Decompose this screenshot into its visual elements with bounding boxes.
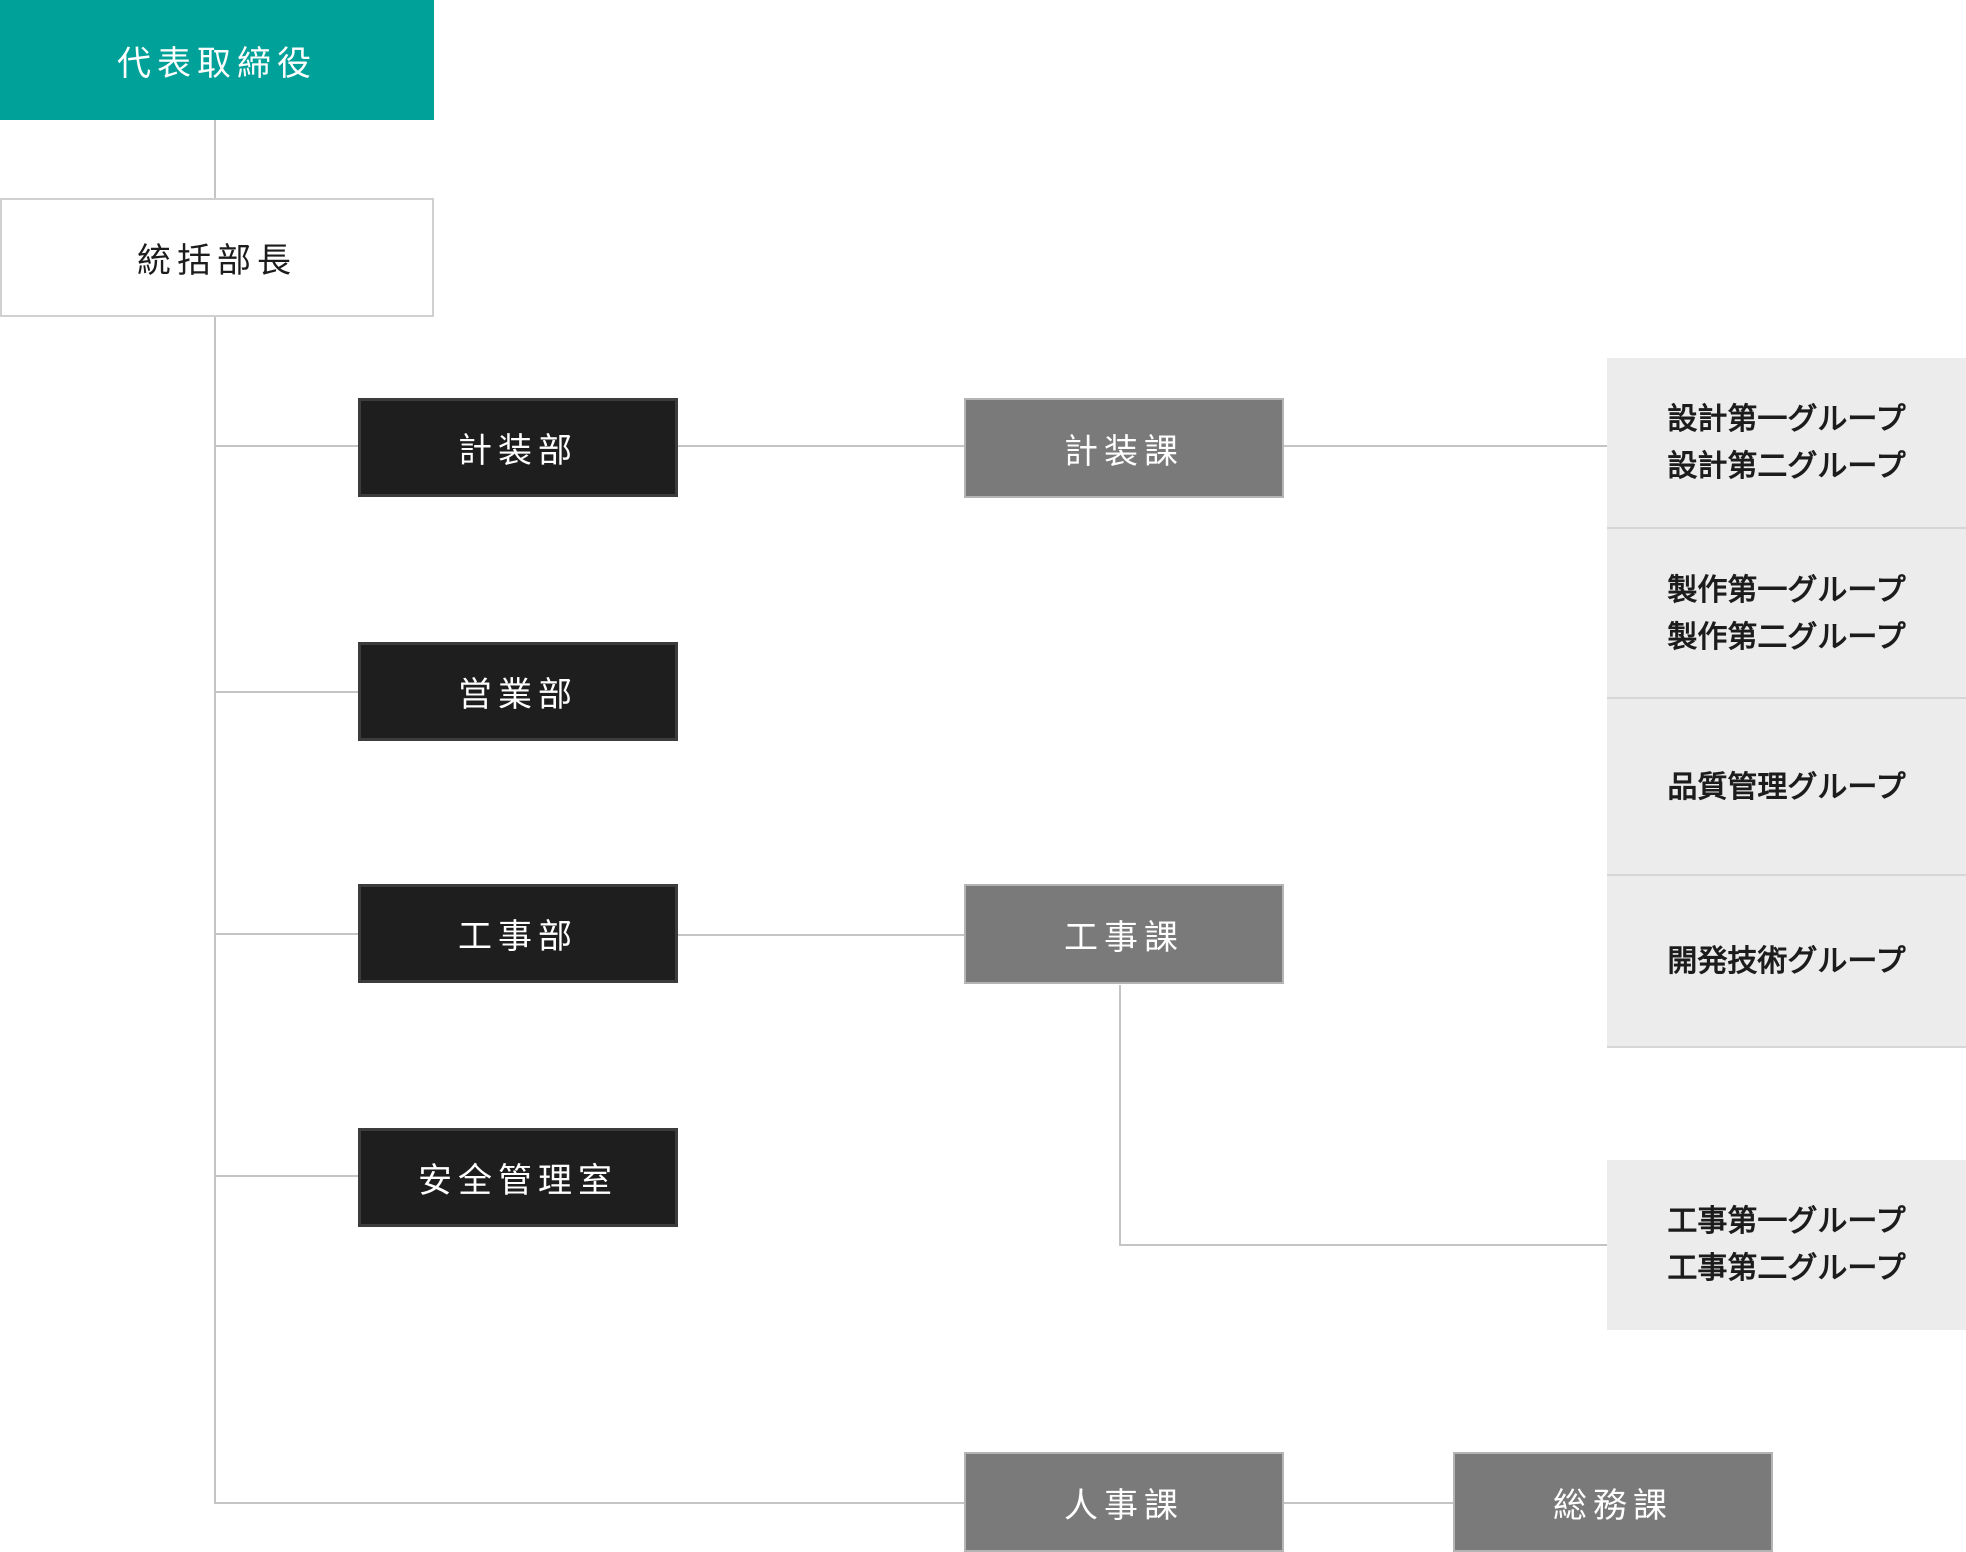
connector-instrumentation-dept-to-section xyxy=(678,445,965,447)
instrumentation-dept-label: 計装部 xyxy=(458,431,578,471)
sales-dept-box: 営業部 xyxy=(358,642,678,741)
design-groups-box: 設計第一グループ 設計第二グループ xyxy=(1607,358,1966,528)
hr-section-label: 人事課 xyxy=(1064,1485,1184,1526)
ceo-box: 代表取締役 xyxy=(0,0,434,120)
quality-group: 品質管理グループ xyxy=(1667,769,1906,805)
connector-instrumentation-section-to-groups xyxy=(1283,445,1607,447)
construction-section-label: 工事課 xyxy=(1064,917,1184,958)
safety-office-label: 安全管理室 xyxy=(418,1161,618,1201)
general-affairs-section-box: 総務課 xyxy=(1453,1452,1773,1552)
general-manager-box: 統括部長 xyxy=(0,198,434,317)
connector-construction-section-to-groups xyxy=(1119,1244,1607,1246)
sales-dept-label: 営業部 xyxy=(458,675,578,715)
group-divider xyxy=(1607,1046,1966,1048)
connector-ceo-to-gm xyxy=(214,120,216,198)
construction-group-1: 工事第一グループ xyxy=(1667,1204,1906,1239)
connector-trunk xyxy=(214,317,216,1504)
design-group-1: 設計第一グループ xyxy=(1667,402,1906,437)
design-group-2: 設計第二グループ xyxy=(1667,449,1906,484)
instrumentation-section-label: 計装課 xyxy=(1064,431,1184,472)
connector-trunk-to-instrumentation-dept xyxy=(214,445,359,447)
development-group-box: 開発技術グループ xyxy=(1607,876,1966,1047)
connector-trunk-to-construction-dept xyxy=(214,933,359,935)
construction-group-2: 工事第二グループ xyxy=(1667,1251,1906,1286)
group-divider xyxy=(1607,527,1966,529)
connector-trunk-to-sales-dept xyxy=(214,691,359,693)
production-group-2: 製作第二グループ xyxy=(1667,619,1906,655)
connector-trunk-to-safety-office xyxy=(214,1175,359,1177)
construction-dept-box: 工事部 xyxy=(358,884,678,983)
construction-section-box: 工事課 xyxy=(964,884,1284,984)
ceo-label: 代表取締役 xyxy=(117,43,317,84)
instrumentation-section-box: 計装課 xyxy=(964,398,1284,498)
connector-construction-dept-to-section xyxy=(678,934,965,936)
group-divider xyxy=(1607,697,1966,699)
general-manager-label: 統括部長 xyxy=(137,241,297,281)
construction-groups-box: 工事第一グループ 工事第二グループ xyxy=(1607,1160,1966,1330)
group-divider xyxy=(1607,874,1966,876)
instrumentation-dept-box: 計装部 xyxy=(358,398,678,497)
development-group: 開発技術グループ xyxy=(1667,944,1906,979)
general-affairs-section-label: 総務課 xyxy=(1553,1485,1673,1526)
connector-hr-to-general-affairs xyxy=(1283,1502,1454,1504)
connector-trunk-to-hr-section xyxy=(214,1502,965,1504)
hr-section-box: 人事課 xyxy=(964,1452,1284,1552)
production-group-1: 製作第一グループ xyxy=(1667,572,1906,608)
construction-dept-label: 工事部 xyxy=(458,917,578,957)
connector-construction-section-down xyxy=(1119,985,1121,1246)
quality-group-box: 品質管理グループ xyxy=(1607,699,1966,875)
production-groups-box: 製作第一グループ 製作第二グループ xyxy=(1607,529,1966,698)
safety-office-box: 安全管理室 xyxy=(358,1128,678,1227)
